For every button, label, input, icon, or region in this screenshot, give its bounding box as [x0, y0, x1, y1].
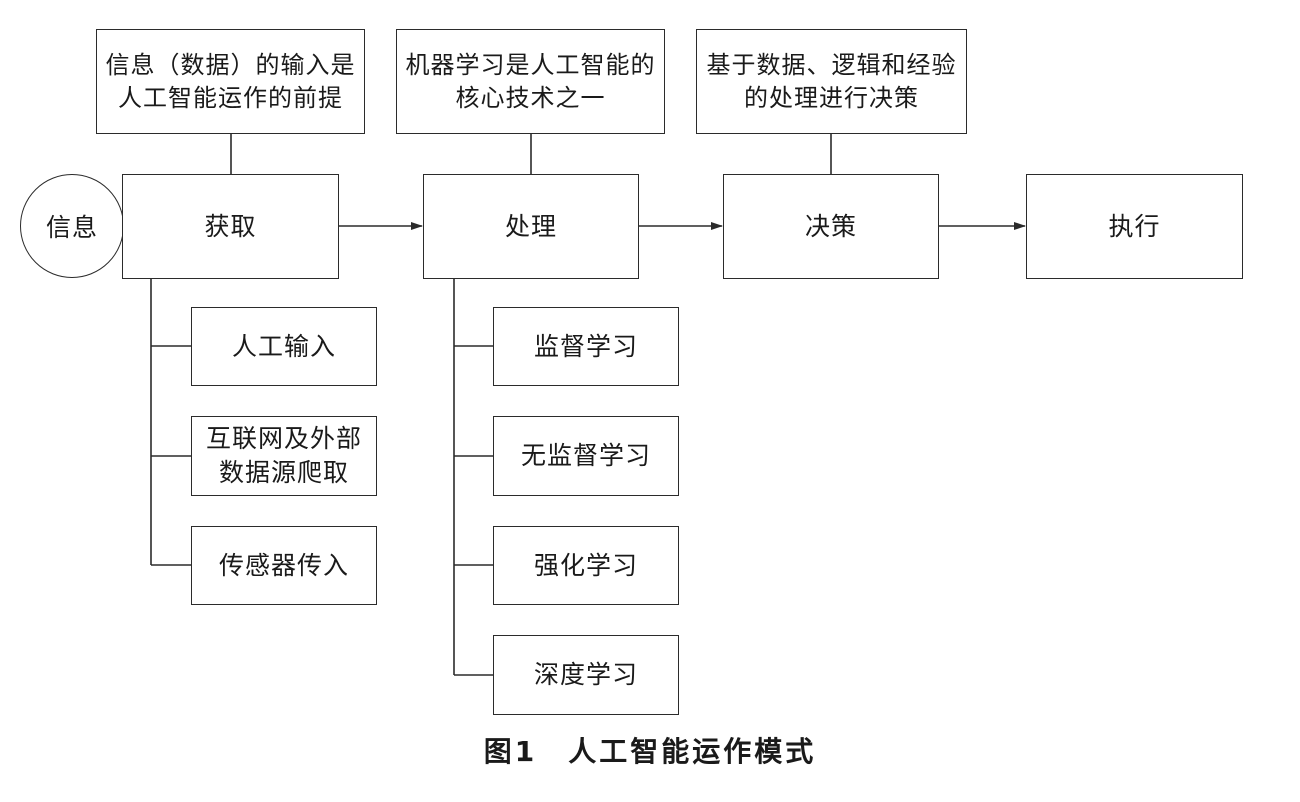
- note-decision-basis: 基于数据、逻辑和经验 的处理进行决策: [696, 29, 967, 134]
- note-machine-learning-core: 机器学习是人工智能的 核心技术之一: [396, 29, 665, 134]
- acquire-method-web-crawl: 互联网及外部 数据源爬取: [191, 416, 377, 496]
- process-method-reinforcement: 强化学习: [493, 526, 679, 605]
- process-method-deep: 深度学习: [493, 635, 679, 715]
- stage-acquire: 获取: [122, 174, 339, 279]
- acquire-method-sensor: 传感器传入: [191, 526, 377, 605]
- acquire-method-manual-input: 人工输入: [191, 307, 377, 386]
- figure-caption: 图1 人工智能运作模式: [483, 735, 817, 768]
- stage-execute: 执行: [1026, 174, 1243, 279]
- note-input-premise: 信息（数据）的输入是 人工智能运作的前提: [96, 29, 365, 134]
- stage-process: 处理: [423, 174, 639, 279]
- source-circle-info: 信息: [20, 174, 124, 278]
- stage-decide: 决策: [723, 174, 939, 279]
- process-method-unsupervised: 无监督学习: [493, 416, 679, 496]
- process-method-supervised: 监督学习: [493, 307, 679, 386]
